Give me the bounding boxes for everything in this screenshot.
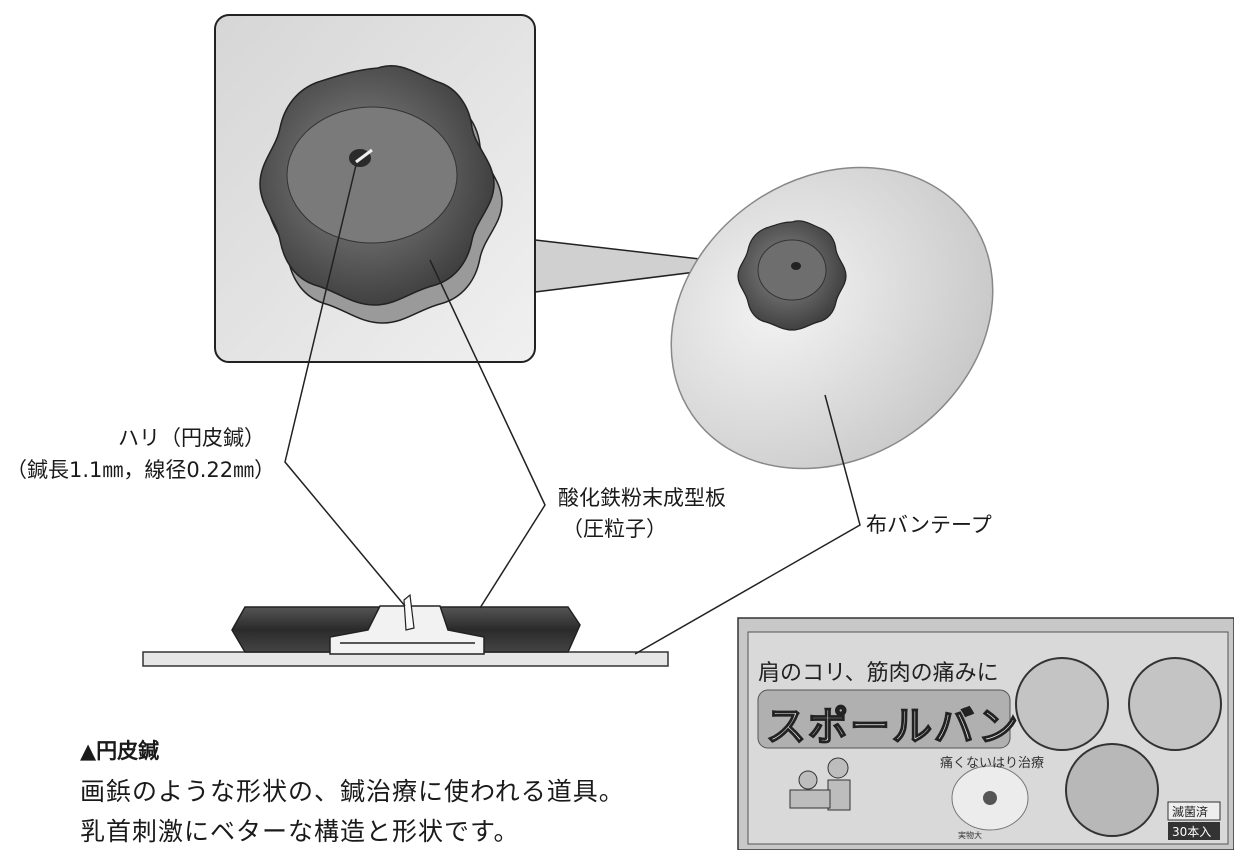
caption-line-2: 乳首刺激にベターな構造と形状です。 [80, 817, 520, 846]
magnified-pressure-plate [259, 64, 503, 324]
caption-title: ▲円皮鍼 [80, 739, 160, 763]
product-package-illustration [737, 617, 1234, 850]
package-brand-name: スポールバン [765, 703, 1020, 751]
package-sterile-badge: 滅菌済 [1172, 805, 1209, 819]
package-actual-size: 実物大 [958, 831, 982, 840]
pressure-plate-label: 酸化鉄粉末成型板 [558, 486, 726, 510]
cross-section-illustration [142, 593, 669, 667]
package-count-badge: 30本入 [1172, 825, 1212, 839]
package-subtitle: 痛くないはり治療 [940, 756, 1045, 771]
needle-label: ハリ（円皮鍼） [118, 426, 265, 450]
needle-leader-line [284, 164, 406, 607]
pressure-plate-on-tape [737, 220, 847, 331]
plate-leader-line [429, 259, 546, 609]
caption-line-1: 画鋲のような形状の、鍼治療に使われる道具。 [80, 777, 625, 806]
pressure-plate-sub-label: （圧粒子） [562, 517, 667, 541]
tape-label: 布バンテープ [866, 513, 992, 537]
package-tagline: 肩のコリ、筋肉の痛みに [758, 661, 999, 686]
tape-disc [670, 166, 994, 470]
needle-spec-label: （鍼長1.1㎜，線径0.22㎜） [6, 458, 276, 482]
tape-leader-line [634, 394, 861, 655]
